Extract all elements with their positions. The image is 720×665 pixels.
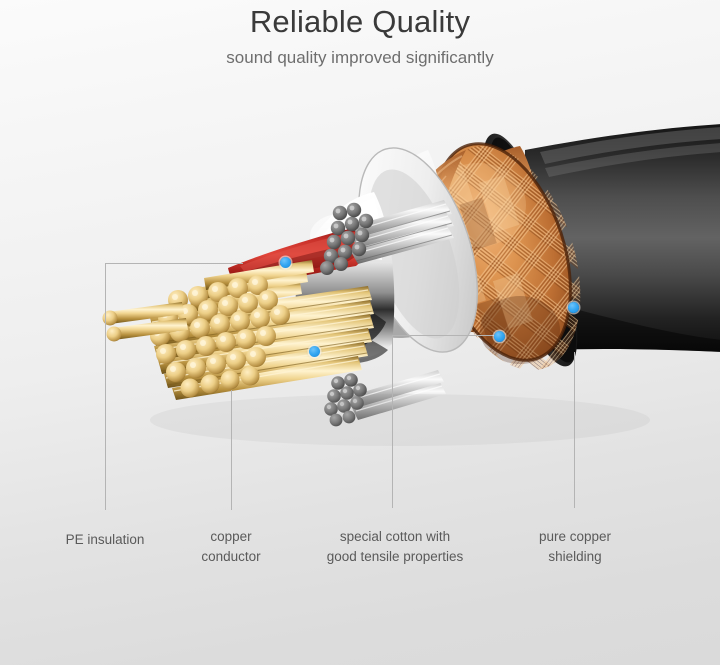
page-title: Reliable Quality (249, 4, 471, 39)
tinned-strand-bundle-upper (320, 200, 454, 275)
leader-line-special-cotton-horizontal (392, 335, 495, 336)
callout-dot-pe-insulation[interactable] (279, 256, 291, 268)
leader-line-pe-insulation-horizontal (105, 263, 243, 264)
callout-dot-copper-conductor[interactable] (308, 345, 320, 357)
callout-label-line: conductor (201, 549, 261, 564)
page-subtitle: sound quality improved significantly (226, 48, 494, 67)
callout-label-special-cotton: special cotton with good tensile propert… (305, 527, 485, 567)
callout-label-pe-insulation: PE insulation (35, 530, 175, 550)
callout-label-line: good tensile properties (326, 549, 464, 564)
callout-label-line: copper (210, 529, 252, 544)
callout-label-pure-copper-shielding: pure copper shielding (505, 527, 645, 567)
callout-label-line: shielding (548, 549, 602, 564)
tinned-strand-bundle-lower (324, 370, 446, 427)
callout-label-copper-conductor: copper conductor (171, 527, 291, 567)
callout-label-line: PE insulation (65, 532, 145, 547)
callout-label-line: pure copper (538, 529, 612, 544)
callout-dot-pure-copper-shielding[interactable] (567, 301, 579, 313)
leader-line-pure-copper-shielding-vertical (574, 352, 575, 508)
leader-line-pe-insulation-vertical (105, 263, 106, 510)
tinned-strand-ends-lower (324, 373, 367, 427)
callout-label-line: special cotton with (339, 529, 451, 544)
leader-line-copper-conductor-vertical (231, 390, 232, 510)
leader-line-special-cotton-vertical (392, 335, 393, 508)
callout-dot-special-cotton[interactable] (493, 330, 505, 342)
tinned-strand-ends-upper (320, 202, 374, 275)
